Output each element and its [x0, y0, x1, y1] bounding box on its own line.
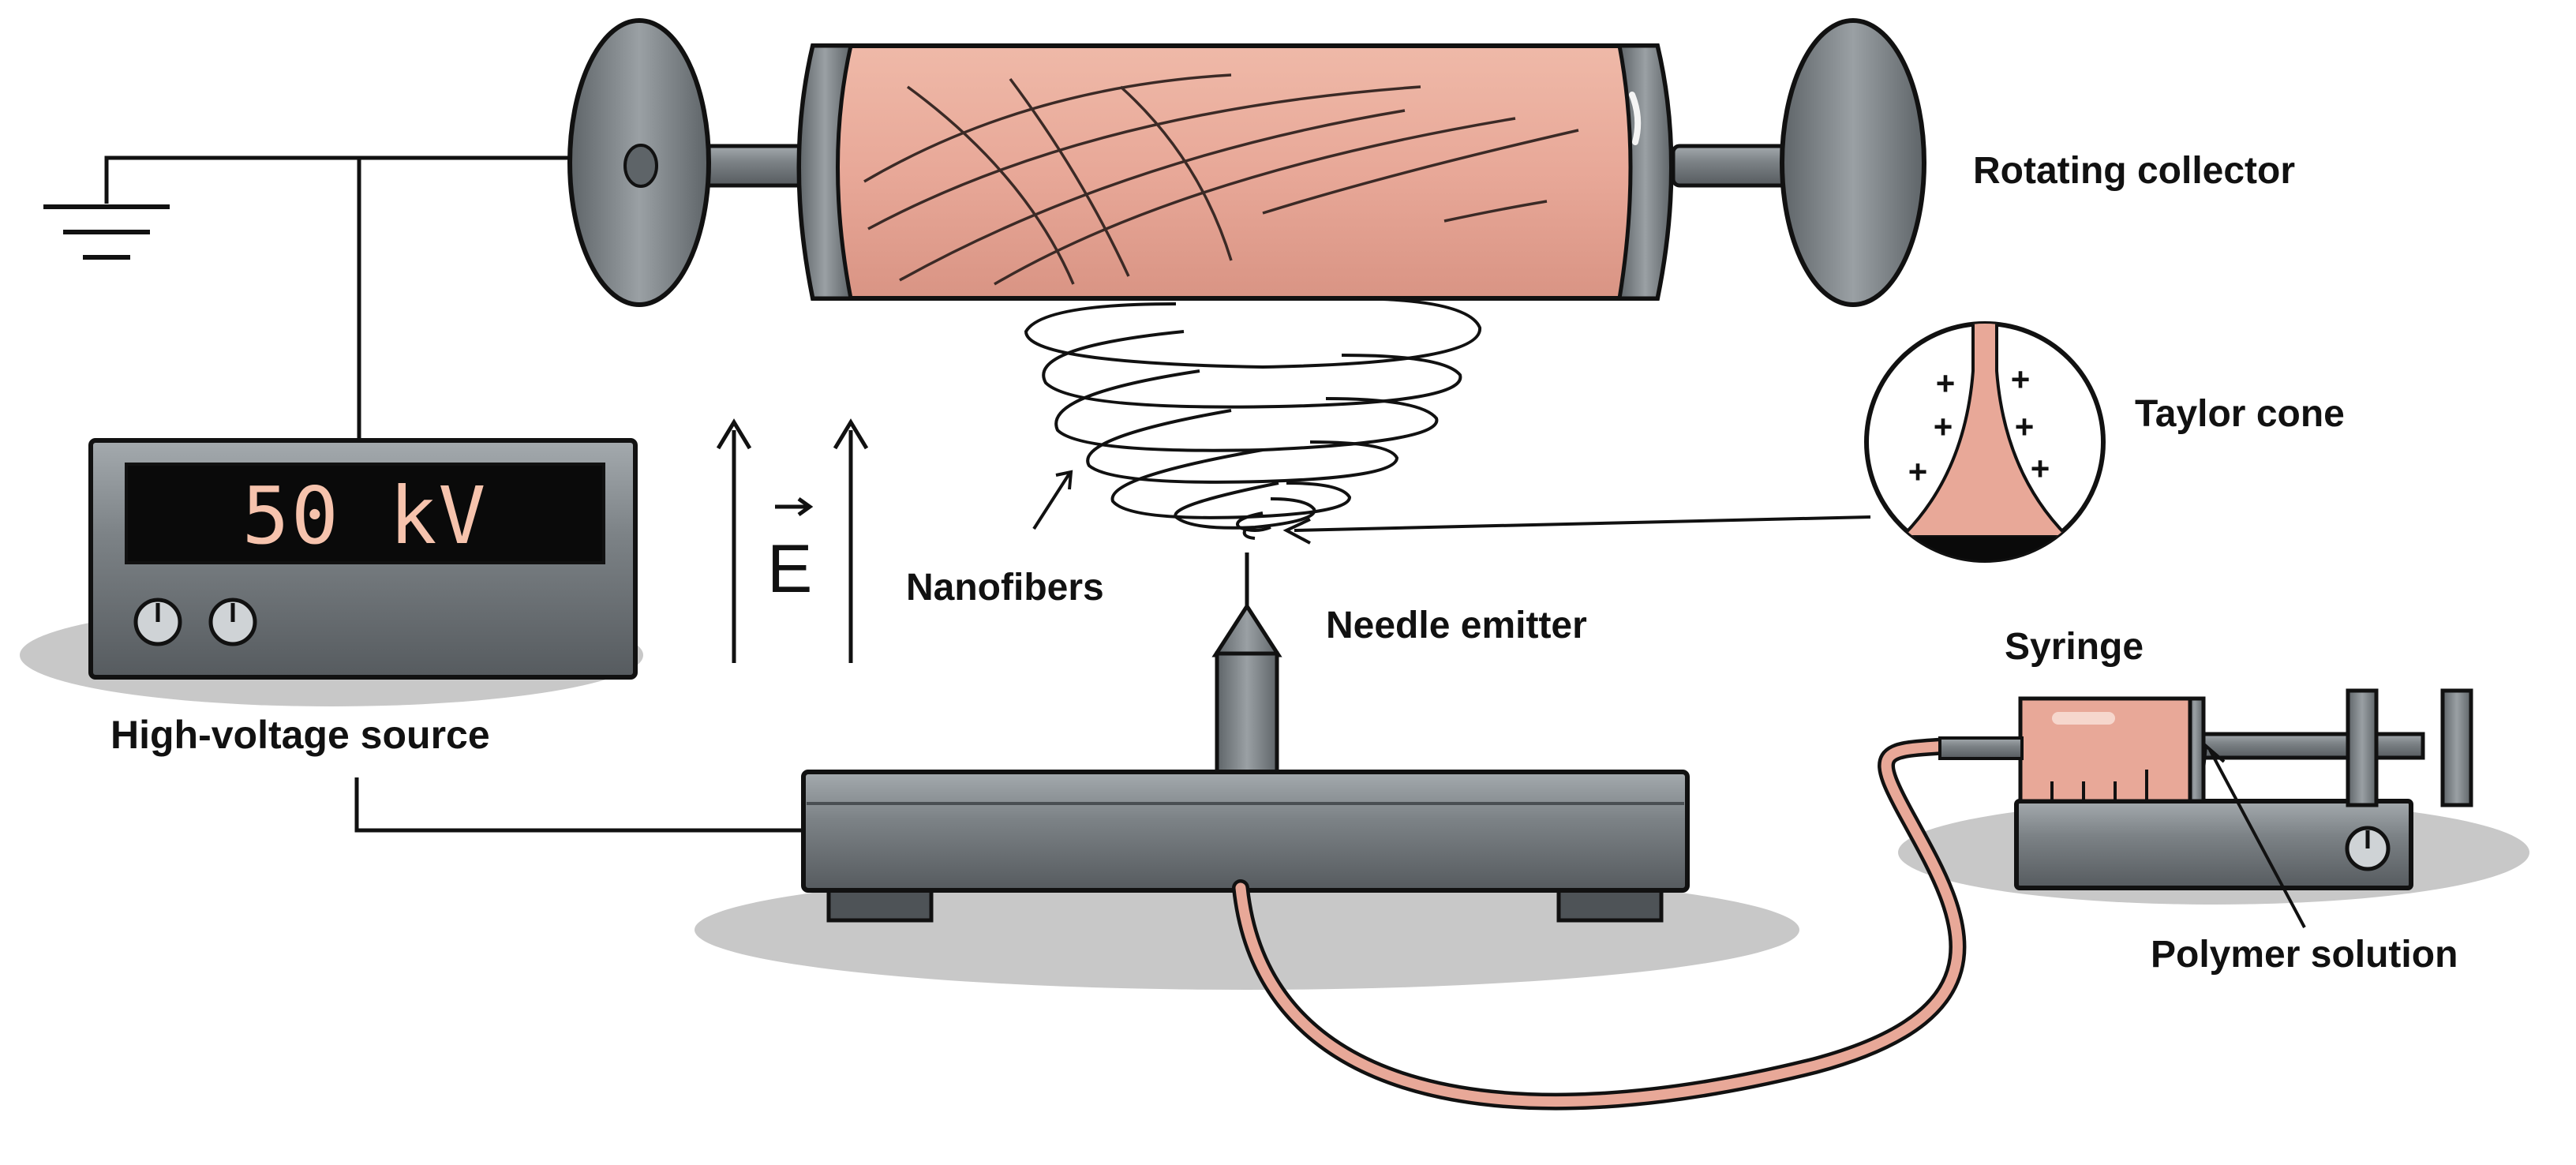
charge-plus: +	[1936, 365, 1956, 402]
taylor-cone-inset: + + + + + +	[1864, 321, 2106, 563]
voltage-display	[125, 463, 605, 564]
syringe-graduations	[2050, 770, 2148, 801]
label-rotating-collector: Rotating collector	[1973, 150, 2295, 192]
platform	[801, 770, 1690, 923]
nanofibers-pointer	[1032, 472, 1071, 530]
left-end-disc-hub	[623, 144, 658, 188]
knob-2-icon[interactable]	[208, 597, 257, 646]
needle-emitter	[1211, 553, 1282, 774]
taylor-cone-charges: + + + + + +	[1908, 361, 2050, 490]
knob-1-icon[interactable]	[133, 597, 182, 646]
electric-field-arrows	[716, 418, 869, 663]
collector-drum	[796, 43, 1674, 301]
syringe-nozzle	[1938, 736, 2024, 760]
polymer-pointer-head	[2202, 742, 2226, 770]
charge-plus: +	[2031, 450, 2050, 487]
syringe-pump	[1938, 688, 2473, 928]
polymer-pointer	[2208, 749, 2306, 928]
label-needle-emitter: Needle emitter	[1326, 605, 1587, 646]
label-high-voltage-source: High-voltage source	[110, 713, 490, 757]
high-voltage-source: 50 kV	[88, 438, 638, 680]
label-nanofibers: Nanofibers	[906, 567, 1104, 609]
drum-left-cap	[797, 43, 854, 301]
collected-fibers	[863, 73, 1579, 286]
taylor-cone-pointer	[1294, 515, 1871, 532]
platform-body	[801, 770, 1690, 893]
taylor-cone-pointer-head	[1282, 518, 1311, 545]
nanofibers-pointer-head	[1055, 470, 1073, 490]
label-syringe: Syringe	[2005, 626, 2144, 668]
rotating-collector	[567, 18, 1926, 307]
charge-plus: +	[1908, 453, 1928, 490]
plunger-post-2	[2440, 688, 2473, 807]
electric-field-symbol: E	[767, 531, 812, 607]
label-polymer-solution: Polymer solution	[2151, 934, 2458, 976]
ground-wiring	[104, 155, 803, 833]
right-end-disc	[1780, 18, 1926, 307]
charge-plus: +	[1934, 408, 1953, 445]
pump-knob-icon[interactable]	[2345, 826, 2391, 871]
plunger-post-1	[2346, 688, 2379, 807]
ground-symbol-icon	[43, 204, 170, 260]
charge-plus: +	[2015, 408, 2035, 445]
plunger-rod	[2176, 732, 2425, 760]
nanofiber-jet	[1024, 297, 1482, 540]
polymer-tube	[1235, 740, 1963, 1107]
needle-cone	[1211, 602, 1282, 657]
voltage-readout: 50 kV	[242, 470, 487, 562]
charge-plus: +	[2011, 361, 2031, 398]
syringe-highlight	[2052, 712, 2115, 725]
pump-base	[2014, 799, 2413, 890]
drum-right-cap	[1616, 43, 1673, 301]
drum-highlight	[1629, 92, 1642, 145]
needle-barrel	[1215, 651, 1279, 774]
label-taylor-cone: Taylor cone	[2135, 393, 2345, 435]
